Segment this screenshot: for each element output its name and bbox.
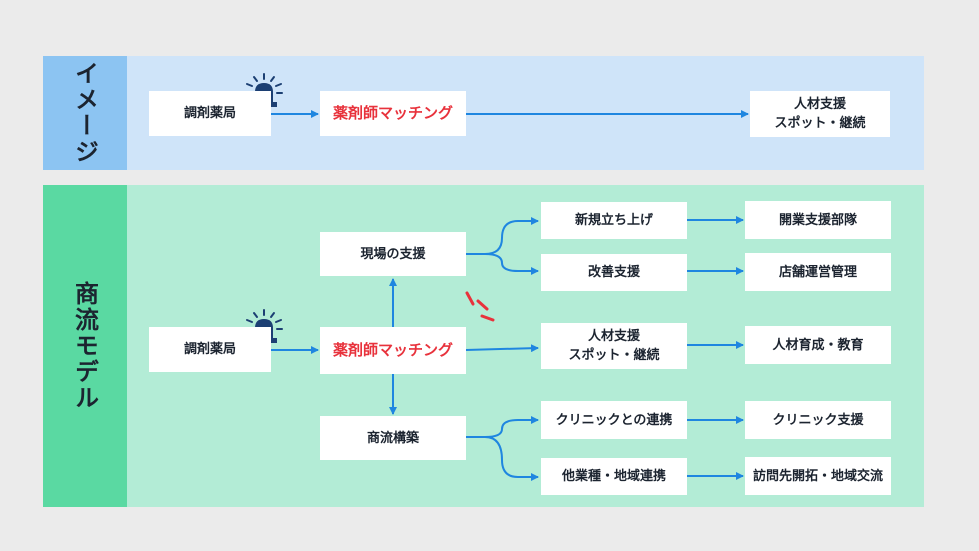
fork-bottom-upper [466,416,539,438]
image-target-box: 人材支援 スポット・継続 [750,91,890,137]
top-branch-item: 新規立ち上げ [541,202,687,239]
top-branch-node: 現場の支援 [320,232,466,276]
fork-top-lower [466,253,539,275]
arrow-center-middle-node [465,344,539,353]
fork-top-upper [466,217,539,255]
bottom-branch-item: クリニックとの連携 [541,401,687,439]
middle-branch-end: 人材育成・教育 [745,326,891,364]
bottom-branch-node: 商流構築 [320,416,466,460]
model-center-box: 薬剤師マッチング [320,327,466,374]
bottom-branch-end: クリニック支援 [745,401,891,439]
top-branch-end: 店舗運営管理 [745,253,891,291]
top-branch-end: 開業支援部隊 [745,201,891,239]
model-band-label: 商流モデル [43,185,127,507]
image-source-box: 調剤薬局 [149,91,271,136]
burst-icon [465,291,495,322]
bottom-branch-item: 他業種・地域連携 [541,458,687,495]
fork-bottom-lower [466,436,539,481]
bottom-branch-end: 訪問先開拓・地域交流 [745,457,891,495]
image-center-box: 薬剤師マッチング [320,91,466,136]
image-band-label: イメージ [43,56,127,170]
model-source-box: 調剤薬局 [149,327,271,372]
middle-branch-node: 人材支援 スポット・継続 [541,323,687,369]
top-branch-item: 改善支援 [541,254,687,291]
